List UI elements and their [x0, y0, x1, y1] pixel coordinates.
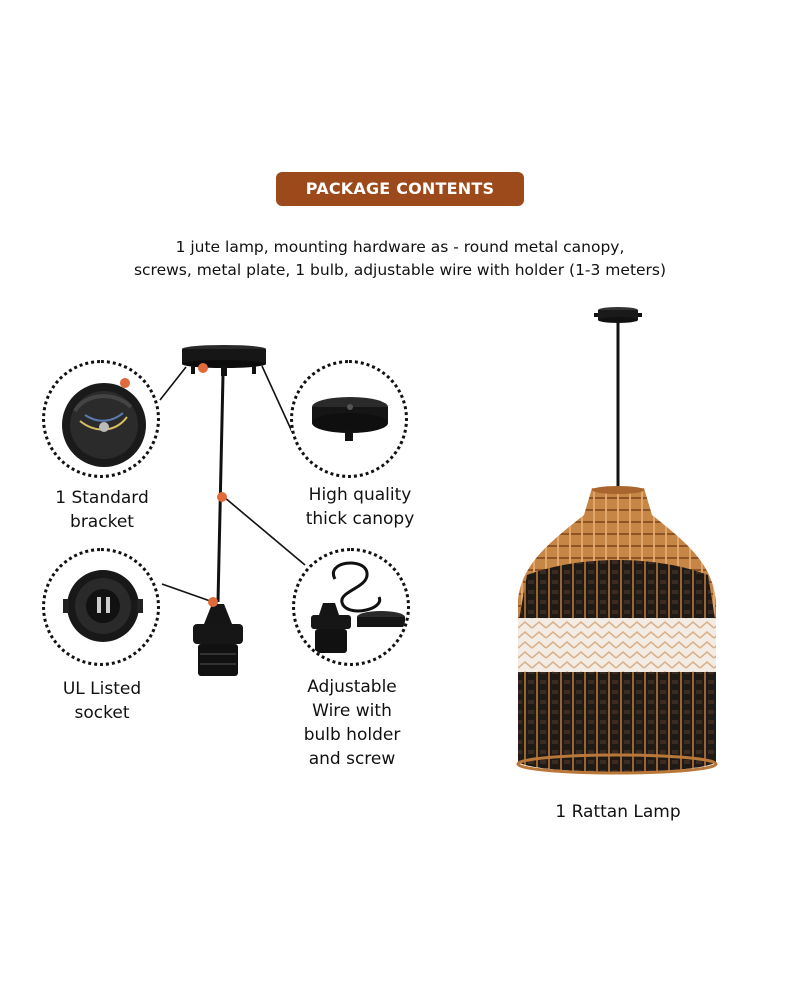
lamp-shade-white-band	[518, 618, 716, 672]
bracket-icon	[42, 360, 160, 478]
lamp-shade-dark-band-lower	[518, 672, 716, 772]
wire-label-line-4: and screw	[308, 749, 396, 769]
canopy-label: High quality thick canopy	[280, 483, 440, 531]
wire-label-line-2: Wire with	[312, 701, 392, 721]
socket-label: UL Listed socket	[22, 677, 182, 725]
lamp-ceiling-mount	[594, 307, 642, 323]
lamp-shade-dark-band-upper	[518, 560, 716, 625]
lamp-shade-rim	[516, 753, 718, 775]
bracket-label: 1 Standard bracket	[22, 486, 182, 534]
canopy-label-line-2: thick canopy	[305, 509, 415, 529]
package-contents-badge: PACKAGE CONTENTS	[276, 172, 524, 206]
canopy-icon	[290, 360, 408, 478]
socket-label-line-2: socket	[74, 703, 130, 723]
connector-dots	[198, 363, 227, 607]
wire-label-line-1: Adjustable	[307, 677, 397, 697]
wire-holder-icon	[292, 548, 410, 666]
description-line-2: screws, metal plate, 1 bulb, adjustable …	[133, 261, 667, 279]
power-cord	[216, 374, 225, 603]
canopy-label-line-1: High quality	[308, 485, 412, 505]
bracket-label-line-2: bracket	[70, 512, 134, 532]
bracket-label-line-1: 1 Standard	[55, 488, 149, 508]
wire-label-line-3: bulb holder	[303, 725, 401, 745]
lamp-shade-top-ring	[592, 486, 644, 494]
bulb-holder	[193, 604, 243, 676]
socket-label-line-1: UL Listed	[62, 679, 142, 699]
description-line-1: 1 jute lamp, mounting hardware as - roun…	[175, 238, 625, 256]
socket-icon	[42, 548, 160, 666]
rattan-lamp-label: 1 Rattan Lamp	[555, 802, 681, 822]
wire-holder-label: Adjustable Wire with bulb holder and scr…	[272, 675, 432, 771]
connector-lines	[159, 365, 306, 603]
package-description: 1 jute lamp, mounting hardware as - roun…	[60, 236, 740, 282]
